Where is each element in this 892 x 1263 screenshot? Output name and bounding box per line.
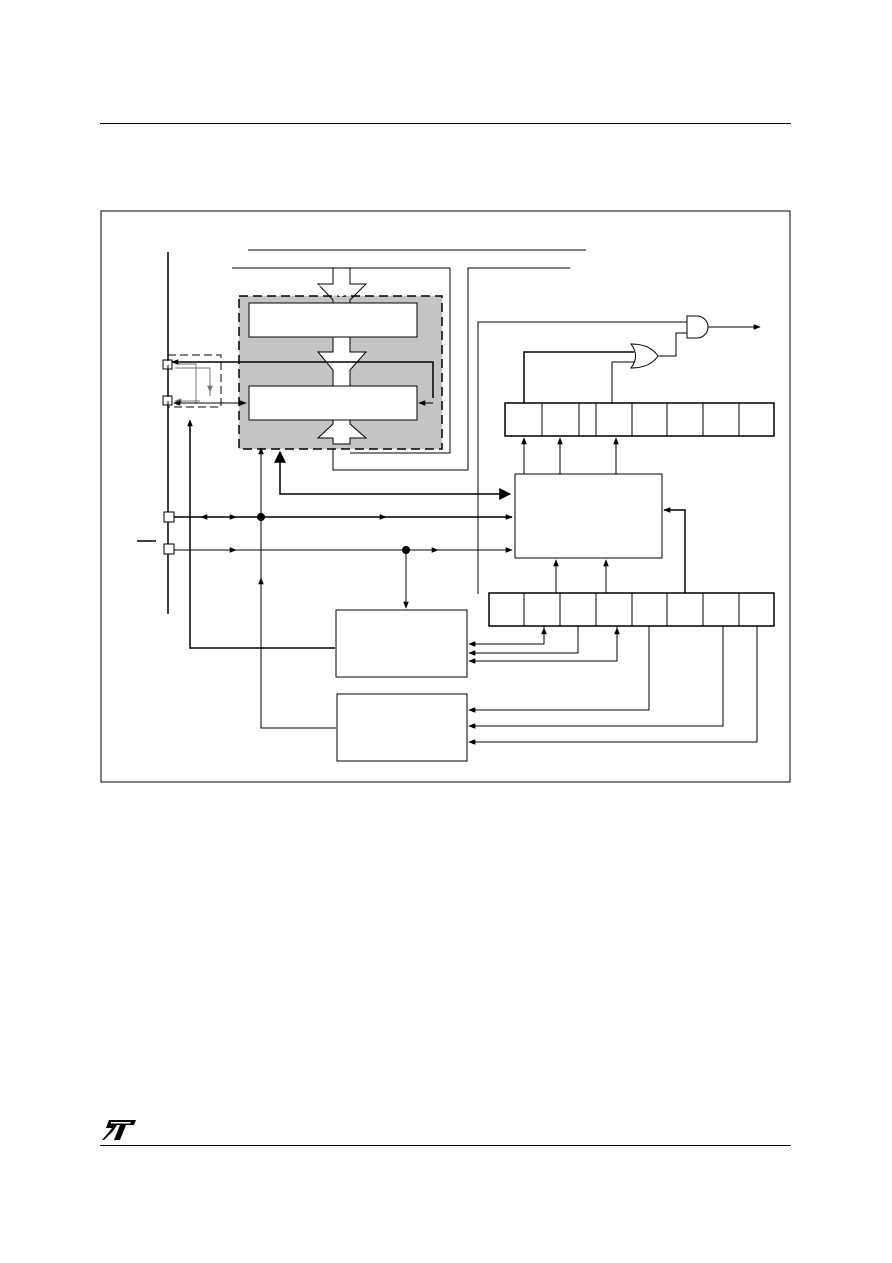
header-rule xyxy=(100,123,791,124)
and-input-ctrl xyxy=(477,321,687,594)
bottom-feed-2 xyxy=(468,626,724,729)
control-logic-block xyxy=(514,473,663,559)
bus-arrow-bottom xyxy=(316,419,368,445)
lower-left-feed-2 xyxy=(468,626,579,656)
control-register xyxy=(488,592,775,627)
upper-data-register xyxy=(248,302,418,338)
and-gate xyxy=(686,315,709,339)
st-logo-icon xyxy=(102,1120,136,1140)
or-gate xyxy=(630,343,659,369)
lower-data-register xyxy=(248,385,418,421)
bottom-feed-1 xyxy=(468,626,650,713)
bottom-feed-3 xyxy=(468,626,758,745)
bottom-block xyxy=(336,693,468,762)
bus-arrow-top xyxy=(316,268,368,304)
footer-rule xyxy=(100,1145,791,1146)
alt-dashed-region xyxy=(167,354,222,408)
lower-left-block xyxy=(335,609,468,678)
pin-4 xyxy=(163,543,175,555)
figure-frame xyxy=(100,210,791,783)
pin2-to-lower-block xyxy=(189,422,335,649)
or-input-2 xyxy=(611,361,634,403)
control-to-register-line xyxy=(274,450,512,500)
status-register xyxy=(504,402,775,437)
bottom-block-up-line xyxy=(258,447,336,729)
creg-to-ctrl-3 xyxy=(663,507,686,593)
lower-left-feed-1 xyxy=(468,626,545,647)
pin3-junction xyxy=(257,513,265,521)
or-input-1 xyxy=(523,351,634,403)
and-input-or xyxy=(658,332,687,357)
pin1-output-line xyxy=(171,359,434,398)
pin-3 xyxy=(163,511,175,523)
alt-path-2 xyxy=(178,363,197,404)
alt-path-1 xyxy=(175,367,213,393)
